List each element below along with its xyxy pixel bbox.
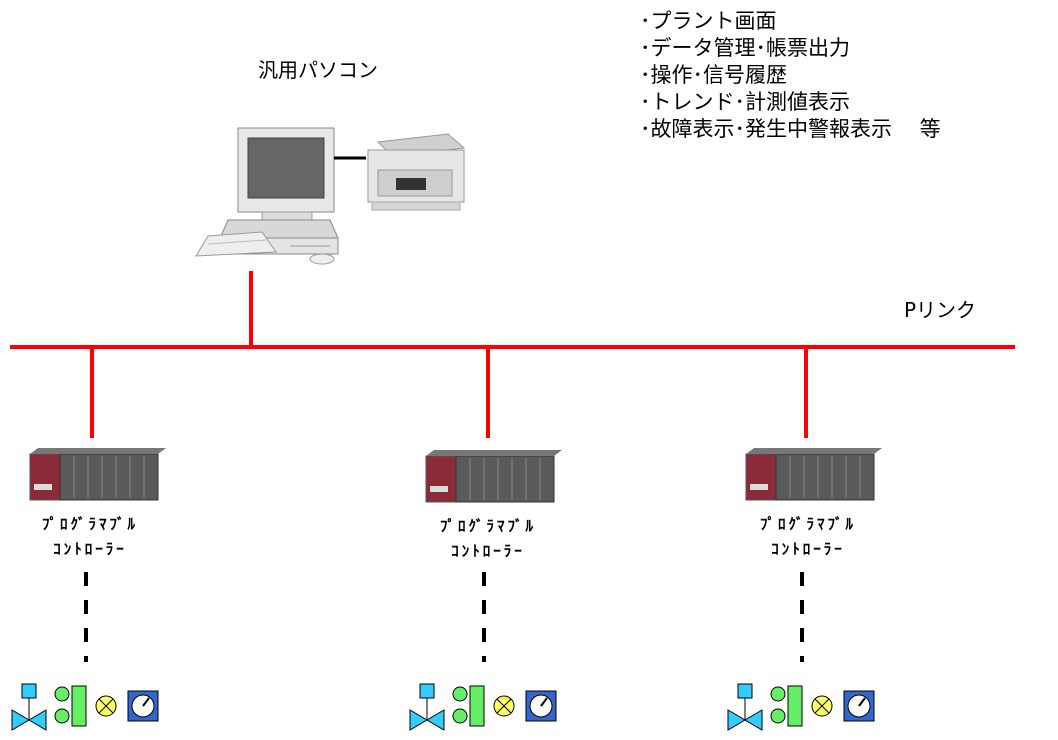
plc-label-line1: ﾌﾟﾛｸﾞﾗﾏﾌﾞﾙ: [439, 517, 536, 535]
plc-label-line2: ｺﾝﾄﾛｰﾗｰ: [771, 540, 845, 558]
lamp-icon: [493, 695, 515, 717]
feature-item: ･プラント画面: [640, 9, 777, 33]
field-devices-2: [409, 683, 557, 731]
plc-label-line1: ﾌﾟﾛｸﾞﾗﾏﾌﾞﾙ: [759, 515, 856, 533]
p-link-label: Pリンク: [904, 298, 977, 322]
plc-rack-3: [745, 448, 882, 501]
valve-icon: [727, 683, 763, 731]
plc-label-line2: ｺﾝﾄﾛｰﾗｰ: [451, 542, 525, 560]
sensor-icon: [54, 685, 87, 727]
plc-label-2: ﾌﾟﾛｸﾞﾗﾏﾌﾞﾙ ｺﾝﾄﾛｰﾗｰ: [418, 514, 558, 564]
field-devices-1: [11, 683, 159, 731]
lamp-icon: [811, 695, 833, 717]
p-link-network: [10, 271, 1015, 438]
pc-illustration: [195, 127, 339, 265]
meter-icon: [843, 690, 875, 722]
meter-icon: [525, 690, 557, 722]
field-devices-3: [727, 683, 875, 731]
plc-rack-2: [425, 450, 562, 503]
valve-icon: [409, 683, 445, 731]
plc-label-3: ﾌﾟﾛｸﾞﾗﾏﾌﾞﾙ ｺﾝﾄﾛｰﾗｰ: [738, 512, 878, 562]
valve-icon: [11, 683, 47, 731]
plc-label-line1: ﾌﾟﾛｸﾞﾗﾏﾌﾞﾙ: [41, 515, 138, 533]
pc-title: 汎用パソコン: [258, 58, 378, 82]
field-connections: [84, 572, 804, 662]
sensor-icon: [770, 685, 803, 727]
sensor-icon: [452, 685, 485, 727]
plc-label-1: ﾌﾟﾛｸﾞﾗﾏﾌﾞﾙ ｺﾝﾄﾛｰﾗｰ: [20, 512, 160, 562]
feature-item: ･操作･信号履歴: [640, 63, 787, 87]
feature-item: ･故障表示･発生中警報表示 等: [640, 117, 941, 141]
meter-icon: [127, 690, 159, 722]
feature-item: ･データ管理･帳票出力: [640, 36, 850, 60]
feature-item: ･トレンド･計測値表示: [640, 90, 850, 114]
plc-label-line2: ｺﾝﾄﾛｰﾗｰ: [53, 540, 127, 558]
feature-list: ･プラント画面 ･データ管理･帳票出力 ･操作･信号履歴 ･トレンド･計測値表示…: [640, 8, 941, 143]
plc-rack-1: [29, 448, 166, 501]
lamp-icon: [95, 695, 117, 717]
printer-illustration: [367, 133, 466, 211]
